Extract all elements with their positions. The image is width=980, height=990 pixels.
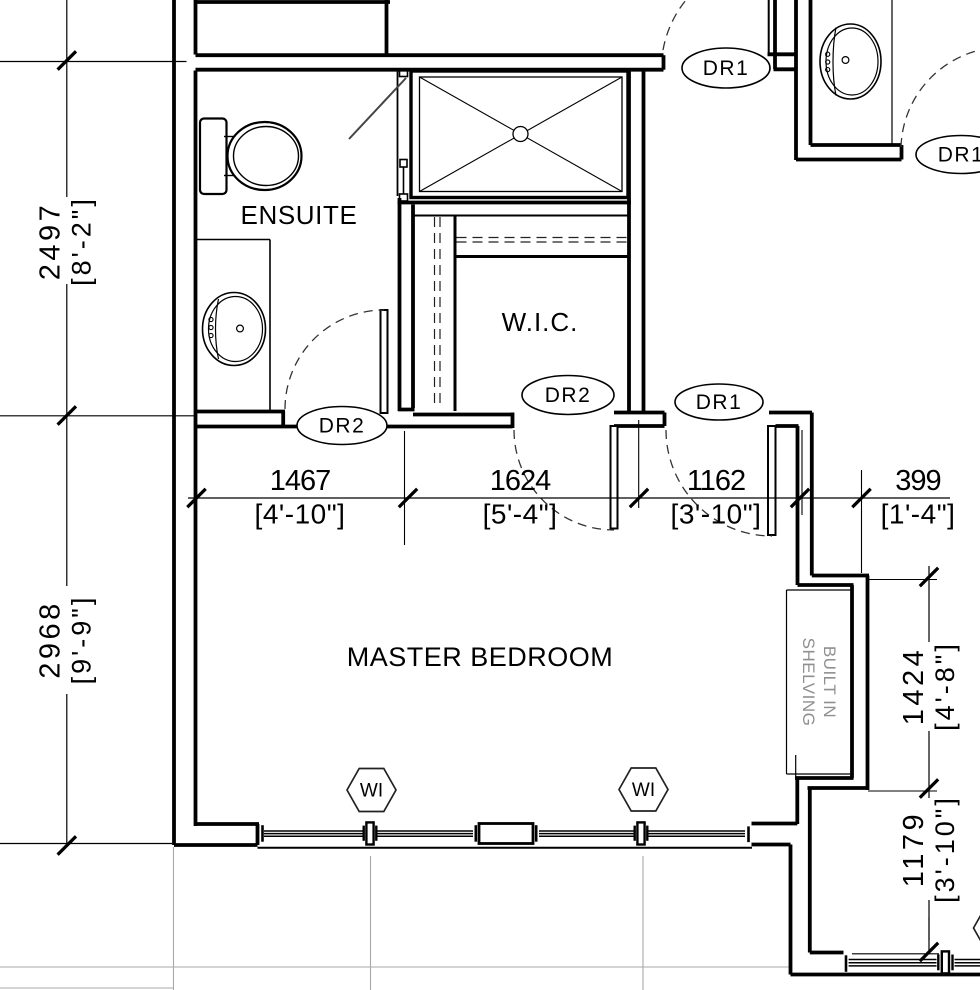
- svg-text:[8'-2"]: [8'-2"]: [67, 196, 97, 286]
- svg-text:[4'-8"]: [4'-8"]: [930, 641, 960, 731]
- svg-text:2497: 2497: [35, 202, 67, 281]
- svg-text:DR2: DR2: [319, 415, 366, 438]
- svg-text:DR1: DR1: [703, 57, 750, 80]
- svg-text:[3'-10"]: [3'-10"]: [930, 795, 960, 903]
- svg-text:ENSUITE: ENSUITE: [241, 200, 358, 230]
- svg-text:1467: 1467: [270, 465, 331, 497]
- svg-text:2968: 2968: [35, 600, 67, 679]
- svg-text:[3'-10"]: [3'-10"]: [671, 499, 762, 530]
- svg-text:SHELVING: SHELVING: [799, 638, 818, 727]
- svg-text:1162: 1162: [687, 465, 745, 497]
- svg-text:1179: 1179: [898, 811, 930, 887]
- svg-text:1624: 1624: [490, 465, 551, 497]
- svg-text:[4'-10"]: [4'-10"]: [255, 499, 346, 530]
- svg-text:[5'-4"]: [5'-4"]: [483, 499, 558, 530]
- svg-text:DR1: DR1: [938, 144, 980, 167]
- svg-text:WI: WI: [632, 780, 655, 801]
- svg-text:MASTER BEDROOM: MASTER BEDROOM: [347, 642, 614, 672]
- svg-text:DR1: DR1: [696, 391, 743, 414]
- svg-text:BUILT IN: BUILT IN: [820, 646, 839, 718]
- svg-text:399: 399: [895, 465, 940, 497]
- svg-text:1424: 1424: [898, 647, 930, 726]
- svg-text:[1'-4"]: [1'-4"]: [881, 499, 956, 530]
- svg-text:[9'-9"]: [9'-9"]: [67, 595, 97, 685]
- svg-text:W.I.C.: W.I.C.: [502, 307, 579, 337]
- svg-text:WI: WI: [360, 781, 383, 802]
- svg-text:DR2: DR2: [545, 384, 592, 407]
